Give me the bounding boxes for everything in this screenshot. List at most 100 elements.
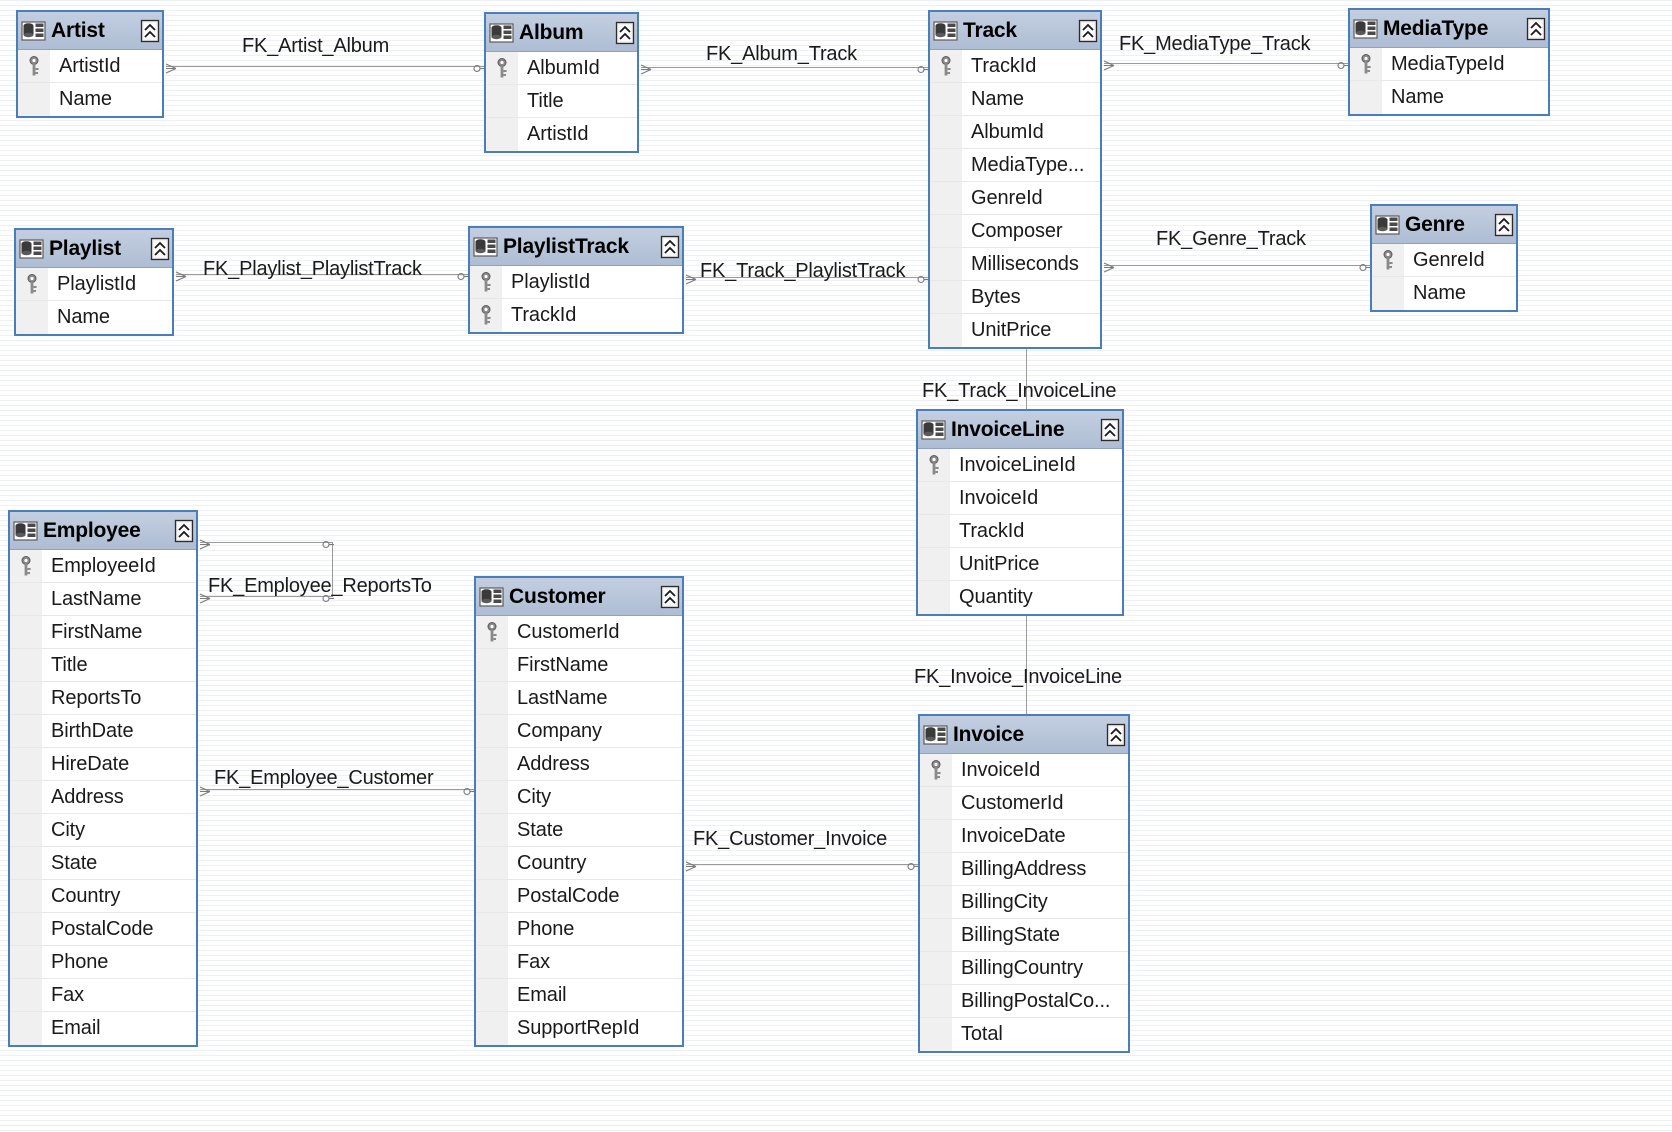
relationship-line[interactable] bbox=[200, 596, 333, 597]
table-row[interactable]: TrackId bbox=[918, 515, 1122, 548]
table-row[interactable]: PostalCode bbox=[476, 880, 682, 913]
table-header[interactable]: Track bbox=[930, 12, 1100, 50]
relationship-line[interactable] bbox=[200, 789, 474, 790]
table-row[interactable]: Email bbox=[476, 979, 682, 1012]
relationship-label[interactable]: FK_Genre_Track bbox=[1156, 228, 1306, 250]
collapse-chevron-icon[interactable] bbox=[615, 21, 635, 45]
table-header[interactable]: Genre bbox=[1372, 206, 1516, 244]
relationship-label[interactable]: FK_Playlist_PlaylistTrack bbox=[203, 258, 422, 280]
collapse-chevron-icon[interactable] bbox=[1526, 17, 1546, 41]
relationship-line[interactable] bbox=[641, 67, 928, 68]
collapse-chevron-icon[interactable] bbox=[660, 585, 680, 609]
table-header[interactable]: Customer bbox=[476, 578, 682, 616]
relationship-line[interactable] bbox=[1026, 611, 1027, 714]
table-row[interactable]: Quantity bbox=[918, 581, 1122, 614]
table-header[interactable]: Artist bbox=[18, 12, 162, 50]
collapse-chevron-icon[interactable] bbox=[1106, 723, 1126, 747]
table-row[interactable]: HireDate bbox=[10, 748, 196, 781]
table-row[interactable]: AlbumId bbox=[930, 116, 1100, 149]
table-row[interactable]: Address bbox=[10, 781, 196, 814]
table-row[interactable]: ArtistId bbox=[18, 50, 162, 83]
table-row[interactable]: EmployeeId bbox=[10, 550, 196, 583]
table-row[interactable]: Name bbox=[1350, 81, 1548, 114]
collapse-chevron-icon[interactable] bbox=[1078, 19, 1098, 43]
table-row[interactable]: State bbox=[10, 847, 196, 880]
collapse-chevron-icon[interactable] bbox=[150, 237, 170, 261]
table-row[interactable]: CustomerId bbox=[476, 616, 682, 649]
table-row[interactable]: BillingState bbox=[920, 919, 1128, 952]
table-row[interactable]: Title bbox=[486, 85, 637, 118]
table-row[interactable]: BillingCountry bbox=[920, 952, 1128, 985]
table-header[interactable]: Playlist bbox=[16, 230, 172, 268]
relationship-label[interactable]: FK_Employee_Customer bbox=[214, 767, 434, 789]
relationship-label[interactable]: FK_Track_InvoiceLine bbox=[922, 380, 1117, 402]
relationship-label[interactable]: FK_Artist_Album bbox=[242, 35, 390, 57]
table-row[interactable]: TrackId bbox=[930, 50, 1100, 83]
relationship-line[interactable] bbox=[200, 542, 333, 543]
table-row[interactable]: BirthDate bbox=[10, 715, 196, 748]
relationship-label[interactable]: FK_MediaType_Track bbox=[1119, 33, 1311, 55]
relationship-line[interactable] bbox=[332, 542, 333, 596]
table-row[interactable]: LastName bbox=[476, 682, 682, 715]
table-row[interactable]: State bbox=[476, 814, 682, 847]
table-row[interactable]: InvoiceId bbox=[920, 754, 1128, 787]
table-row[interactable]: Fax bbox=[476, 946, 682, 979]
table-row[interactable]: UnitPrice bbox=[918, 548, 1122, 581]
table-row[interactable]: PlaylistId bbox=[470, 266, 682, 299]
table-row[interactable]: InvoiceId bbox=[918, 482, 1122, 515]
relationship-label[interactable]: FK_Customer_Invoice bbox=[693, 828, 888, 850]
relationship-line[interactable] bbox=[1104, 63, 1348, 64]
table-row[interactable]: Phone bbox=[10, 946, 196, 979]
relationship-line[interactable] bbox=[686, 864, 918, 865]
table-row[interactable]: Total bbox=[920, 1018, 1128, 1051]
table-row[interactable]: BillingCity bbox=[920, 886, 1128, 919]
relationship-label[interactable]: FK_Invoice_InvoiceLine bbox=[914, 666, 1122, 688]
table-row[interactable]: Composer bbox=[930, 215, 1100, 248]
table-header[interactable]: Employee bbox=[10, 512, 196, 550]
table-row[interactable]: Country bbox=[476, 847, 682, 880]
table-row[interactable]: InvoiceDate bbox=[920, 820, 1128, 853]
collapse-chevron-icon[interactable] bbox=[174, 519, 194, 543]
table-row[interactable]: City bbox=[476, 781, 682, 814]
table-row[interactable]: Name bbox=[930, 83, 1100, 116]
table-row[interactable]: Fax bbox=[10, 979, 196, 1012]
table-row[interactable]: MediaType... bbox=[930, 149, 1100, 182]
table-header[interactable]: MediaType bbox=[1350, 10, 1548, 48]
table-row[interactable]: City bbox=[10, 814, 196, 847]
table-row[interactable]: Address bbox=[476, 748, 682, 781]
table-row[interactable]: BillingPostalCo... bbox=[920, 985, 1128, 1018]
table-row[interactable]: BillingAddress bbox=[920, 853, 1128, 886]
table-row[interactable]: GenreId bbox=[930, 182, 1100, 215]
collapse-chevron-icon[interactable] bbox=[1100, 418, 1120, 442]
table-row[interactable]: Name bbox=[18, 83, 162, 116]
table-row[interactable]: Email bbox=[10, 1012, 196, 1045]
relationship-line[interactable] bbox=[1026, 342, 1027, 409]
table-row[interactable]: Title bbox=[10, 649, 196, 682]
table-row[interactable]: TrackId bbox=[470, 299, 682, 332]
collapse-chevron-icon[interactable] bbox=[1494, 213, 1514, 237]
table-row[interactable]: GenreId bbox=[1372, 244, 1516, 277]
table-row[interactable]: ArtistId bbox=[486, 118, 637, 151]
table-row[interactable]: Company bbox=[476, 715, 682, 748]
table-row[interactable]: Milliseconds bbox=[930, 248, 1100, 281]
table-row[interactable]: MediaTypeId bbox=[1350, 48, 1548, 81]
table-header[interactable]: PlaylistTrack bbox=[470, 228, 682, 266]
relationship-line[interactable] bbox=[1104, 265, 1370, 266]
table-row[interactable]: SupportRepId bbox=[476, 1012, 682, 1045]
table-row[interactable]: PostalCode bbox=[10, 913, 196, 946]
table-row[interactable]: LastName bbox=[10, 583, 196, 616]
table-row[interactable]: Country bbox=[10, 880, 196, 913]
collapse-chevron-icon[interactable] bbox=[140, 19, 160, 43]
table-row[interactable]: Bytes bbox=[930, 281, 1100, 314]
table-row[interactable]: PlaylistId bbox=[16, 268, 172, 301]
relationship-line[interactable] bbox=[166, 66, 484, 67]
